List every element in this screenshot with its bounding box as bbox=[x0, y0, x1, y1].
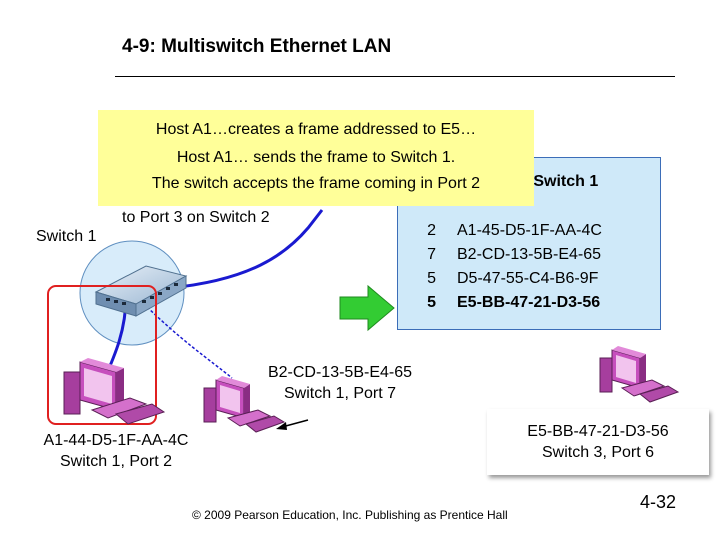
table-row-port: 5 bbox=[427, 270, 436, 287]
partial-text: to Port 3 on Switch 2 bbox=[122, 209, 270, 226]
computer-e5-icon bbox=[599, 346, 680, 403]
callout-line: The switch accepts the frame coming in P… bbox=[151, 175, 481, 192]
host-a1-label: A1-44-D5-1F-AA-4C Switch 1, Port 2 bbox=[10, 430, 222, 472]
pointer-arrowhead-icon bbox=[276, 422, 287, 430]
port-highlight bbox=[47, 285, 157, 425]
host-b2-mac: B2-CD-13-5B-E4-65 bbox=[267, 364, 413, 381]
table-row-mac: D5-47-55-C4-B6-9F bbox=[457, 270, 599, 287]
slide-title: 4-9: Multiswitch Ethernet LAN bbox=[122, 36, 392, 57]
host-e5-label-box: E5-BB-47-21-D3-56 Switch 3, Port 6 bbox=[487, 409, 709, 475]
arrow-icon bbox=[339, 284, 395, 332]
uplink-cable bbox=[169, 209, 324, 290]
host-b2-label: B2-CD-13-5B-E4-65 Switch 1, Port 7 bbox=[240, 362, 440, 404]
computer-a1-icon bbox=[63, 358, 166, 425]
switch-label: Switch 1 bbox=[36, 228, 97, 245]
callout-line: Host A1…creates a frame addressed to E5… bbox=[155, 121, 477, 138]
table-row-mac: B2-CD-13-5B-E4-65 bbox=[457, 246, 602, 263]
host-a1-location: Switch 1, Port 2 bbox=[59, 453, 173, 470]
table-row-mac-highlight: E5-BB-47-21-D3-56 bbox=[457, 294, 601, 311]
host-e5-mac: E5-BB-47-21-D3-56 bbox=[527, 423, 669, 440]
cable-to-b2 bbox=[139, 299, 233, 379]
host-b2-location: Switch 1, Port 7 bbox=[283, 385, 397, 402]
title-rule bbox=[115, 76, 675, 77]
callout-box: Host A1…creates a frame addressed to E5…… bbox=[98, 110, 534, 206]
copyright: © 2009 Pearson Education, Inc. Publishin… bbox=[192, 508, 508, 522]
host-e5-location: Switch 3, Port 6 bbox=[541, 444, 655, 461]
table-row-port: 2 bbox=[427, 222, 436, 239]
computer-b2-icon bbox=[203, 376, 286, 433]
table-row-port: 5 bbox=[427, 294, 436, 311]
switch-table-title: e Switch 1 bbox=[520, 173, 599, 190]
host-e5-label: E5-BB-47-21-D3-56 Switch 3, Port 6 bbox=[487, 421, 709, 463]
host-a1-mac: A1-44-D5-1F-AA-4C bbox=[43, 432, 189, 449]
table-row-port: 7 bbox=[427, 246, 436, 263]
page-number: 4-32 bbox=[640, 492, 677, 512]
switch-icon bbox=[94, 265, 188, 317]
callout-line: Host A1… sends the frame to Switch 1. bbox=[176, 149, 456, 166]
table-row-mac: A1-45-D5-1F-AA-4C bbox=[457, 222, 602, 239]
